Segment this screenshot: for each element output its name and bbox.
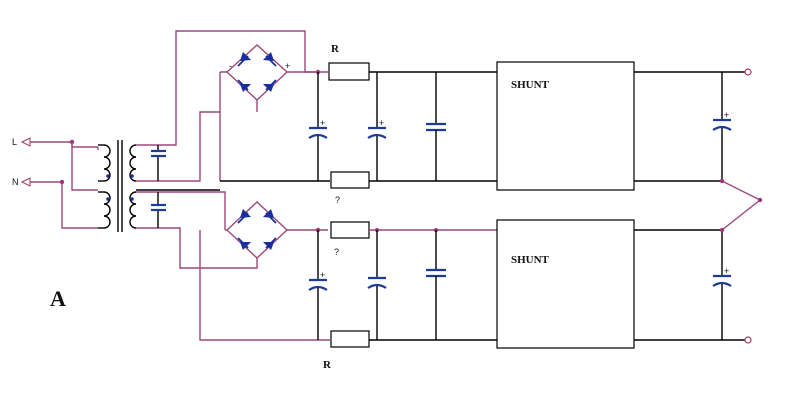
- diode-l2: [263, 209, 274, 218]
- output-crossover: [721, 180, 762, 231]
- out-junction-1: [719, 178, 725, 184]
- c8-plus: +: [724, 266, 729, 276]
- secondary-coil-upper: [129, 144, 137, 182]
- bridge-upper-outline: [225, 44, 289, 101]
- sec2-top-wire: [136, 191, 226, 230]
- resistor-bottom-upper-label: ?: [334, 247, 339, 257]
- neutral-wire: [30, 181, 98, 229]
- mains-input: L N: [12, 137, 99, 229]
- sec1-top-wire: [136, 30, 315, 146]
- bridge-upper-neg-wire: [219, 71, 227, 181]
- resistor-top-lower-label: ?: [335, 195, 340, 205]
- c7-plus: +: [724, 110, 729, 120]
- diode-u2-bar: [265, 55, 277, 67]
- c2-plus: +: [379, 118, 384, 128]
- diode-u4-bar: [265, 79, 277, 91]
- bridge-upper-plus: +: [285, 61, 290, 71]
- resistor-top-label: R: [331, 43, 340, 55]
- resistor-r-bottom: [330, 330, 370, 348]
- primary-link-1: [71, 142, 98, 191]
- shunt-regulator-top: [496, 61, 635, 191]
- bridge-lower-neg-wire: [199, 230, 330, 341]
- shunt-regulator-bottom: [496, 219, 635, 349]
- diode-u3-bar: [237, 79, 249, 91]
- diode-l3-bar: [237, 237, 249, 249]
- figure-label: A: [50, 286, 66, 311]
- transformer: [98, 140, 137, 232]
- cap-c8-plate-b: [712, 281, 732, 287]
- polarity-dot-3: [130, 174, 134, 178]
- resistor-bottom-upper: [330, 221, 370, 239]
- live-label: L: [12, 137, 17, 147]
- cap-c2-plate-b: [367, 133, 387, 139]
- neutral-junction: [59, 179, 65, 185]
- c1-plus: +: [320, 118, 325, 128]
- sec1-bottom-wire: [136, 111, 220, 182]
- shunt-bottom-label: SHUNT: [511, 254, 550, 266]
- secondary-coil-lower: [129, 191, 137, 229]
- output-stage: [634, 68, 763, 344]
- neutral-label: N: [12, 177, 19, 187]
- primary-coil-lower: [103, 191, 111, 229]
- diode-u1-bar: [237, 55, 249, 67]
- shunt-top-label: SHUNT: [511, 79, 550, 91]
- output-terminal-bottom: [744, 336, 752, 344]
- live-wire: [30, 141, 98, 148]
- polarity-dot-2: [106, 197, 110, 201]
- resistor-top-lower: [330, 171, 370, 189]
- diode-l1-bar: [237, 212, 249, 224]
- diode-l2-bar: [265, 212, 277, 224]
- polarity-dot-4: [130, 197, 134, 201]
- lower-rail: [308, 221, 497, 348]
- bridge-lower-ac-wire: [179, 230, 258, 269]
- resistor-r-top: [328, 62, 370, 81]
- secondary-wiring: [136, 30, 315, 230]
- out-ground-junction: [757, 197, 763, 203]
- diode-l1: [240, 209, 251, 218]
- bridge-upper-minus: -: [229, 61, 232, 71]
- cap-c1-plate-b: [308, 133, 328, 139]
- bridge-rectifier-upper: - +: [219, 44, 328, 181]
- polarity-dot-1: [106, 174, 110, 178]
- c4-plus: +: [320, 270, 325, 280]
- neutral-terminal-arrow: [20, 177, 31, 187]
- diode-u2: [263, 52, 274, 61]
- cap-c7-plate-b: [712, 125, 732, 131]
- cap-c4-plate-b: [308, 285, 328, 291]
- sec2-bottom-wire: [136, 227, 181, 230]
- bridge-rectifier-lower: [179, 100, 330, 341]
- diode-l4-bar: [265, 237, 277, 249]
- resistor-bottom-label: R: [323, 359, 332, 371]
- bridge-lower-outline: [225, 201, 289, 259]
- cap-c5-plate-b: [367, 283, 387, 289]
- live-terminal-arrow: [20, 137, 31, 147]
- upper-rail: [220, 62, 497, 189]
- out-junction-2: [719, 227, 725, 233]
- primary-coil-upper: [103, 144, 111, 182]
- output-terminal-top: [744, 68, 752, 76]
- diode-u1: [240, 52, 251, 61]
